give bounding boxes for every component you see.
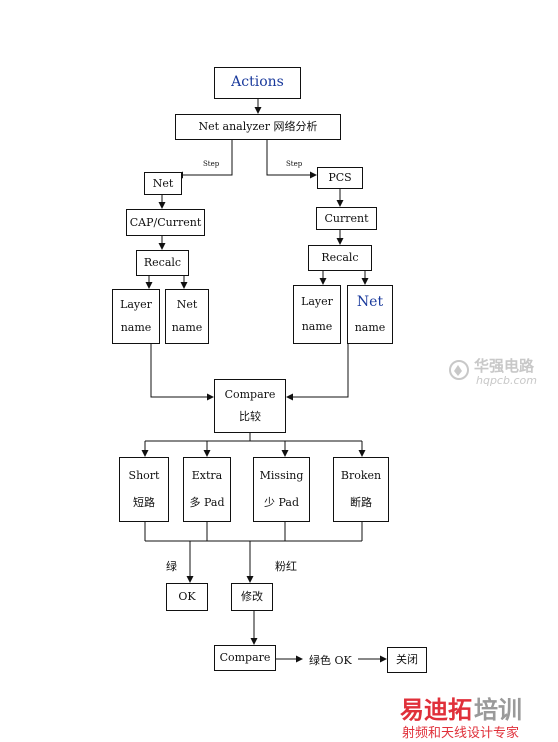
edatop-watermark-red: 易迪拓	[400, 696, 472, 724]
net-node: Net	[144, 172, 182, 195]
layer-name-left-node: Layer name	[112, 289, 160, 344]
current-node: Current	[316, 207, 377, 230]
net-name-left-line1: Net	[176, 298, 198, 312]
net-name-left-line2: name	[171, 320, 203, 334]
recalc-right-node: Recalc	[308, 245, 372, 271]
step-label-right: Step	[286, 160, 303, 168]
net-name-right-line2: name	[354, 320, 386, 334]
layer-name-right-line1: Layer	[301, 295, 333, 309]
compare-node: Compare 比较	[214, 379, 286, 433]
close-node: 关闭	[387, 647, 427, 673]
compare-label-en: Compare	[224, 388, 276, 402]
layer-name-left-line1: Layer	[120, 298, 152, 312]
missing-label-cn: 少 Pad	[263, 496, 299, 510]
hqpcb-watermark-url: hqpcb.com	[476, 374, 537, 387]
missing-node: Missing 少 Pad	[253, 457, 310, 522]
pink-red-label: 粉红	[275, 560, 297, 573]
short-node: Short 短路	[119, 457, 169, 522]
missing-label-en: Missing	[259, 468, 304, 482]
layer-name-left-line2: name	[120, 320, 152, 334]
ok-node: OK	[166, 583, 208, 611]
step-label-left: Step	[203, 160, 220, 168]
edatop-watermark-gray: 培训	[474, 696, 522, 724]
net-name-right-node: Net name	[347, 285, 393, 344]
extra-node: Extra 多 Pad	[183, 457, 231, 522]
extra-label-cn: 多 Pad	[189, 496, 225, 510]
recalc-left-node: Recalc	[136, 250, 189, 276]
broken-node: Broken 断路	[333, 457, 389, 522]
layer-name-right-line2: name	[301, 319, 333, 333]
layer-name-right-node: Layer name	[293, 285, 341, 344]
hqpcb-watermark-cn: 华强电路	[474, 357, 535, 375]
edatop-watermark-tagline: 射频和天线设计专家	[402, 726, 520, 741]
net-name-left-node: Net name	[165, 289, 209, 344]
broken-label-cn: 断路	[350, 496, 372, 510]
pcs-node: PCS	[317, 167, 363, 189]
green-ok-label: 绿色 OK	[309, 654, 352, 667]
net-name-right-line1: Net	[356, 294, 384, 311]
broken-label-en: Broken	[340, 468, 382, 482]
modify-node: 修改	[231, 583, 273, 611]
net-analyzer-node: Net analyzer 网络分析	[175, 114, 341, 140]
short-label-cn: 短路	[133, 496, 155, 510]
extra-label-en: Extra	[191, 468, 223, 482]
actions-node: Actions	[214, 67, 301, 99]
cap-current-node: CAP/Current	[126, 209, 205, 236]
compare-final-node: Compare	[214, 645, 276, 671]
hqpcb-logo-icon	[449, 360, 469, 380]
hqpcb-watermark: 华强电路 hqpcb.com	[448, 355, 553, 391]
green-label: 绿	[166, 560, 177, 573]
compare-label-cn: 比较	[239, 410, 261, 424]
short-label-en: Short	[128, 468, 160, 482]
edatop-watermark: 易迪拓 培训 射频和天线设计专家	[400, 690, 556, 741]
